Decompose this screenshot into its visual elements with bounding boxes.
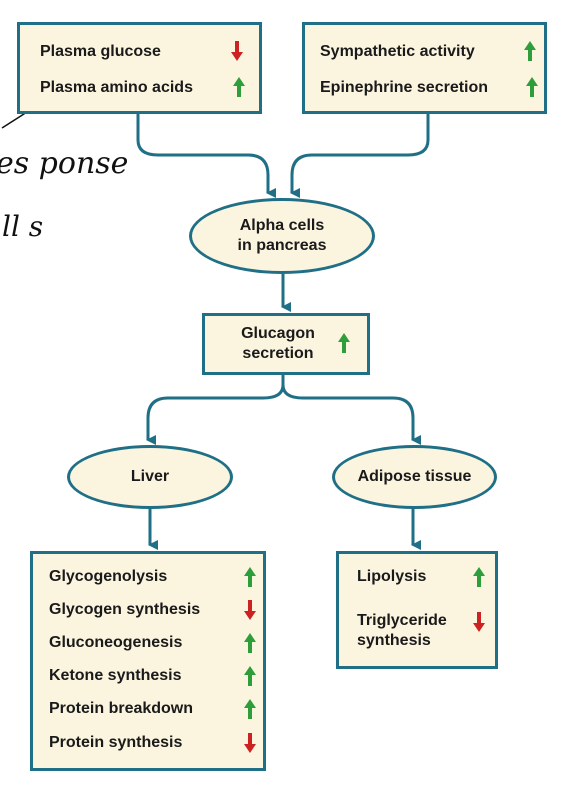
- up-arrow-icon: [233, 77, 245, 97]
- glucagon-line1: Glucagon: [241, 325, 315, 342]
- up-arrow-icon: [244, 633, 256, 653]
- up-arrow-icon: [338, 333, 350, 353]
- up-arrow-icon: [524, 41, 536, 61]
- sympathetic-activity-label: Sympathetic activity: [320, 43, 475, 60]
- adipose-tissue-node: Adipose tissue: [332, 445, 497, 509]
- sympathetic-box: Sympathetic activity Epinephrine secreti…: [302, 22, 547, 114]
- handwritten-note-1: es ponse: [0, 146, 129, 181]
- triglyceride-label: Triglyceride: [357, 612, 447, 629]
- down-arrow-icon: [244, 600, 256, 620]
- up-arrow-icon: [244, 666, 256, 686]
- up-arrow-icon: [526, 77, 538, 97]
- up-arrow-icon: [244, 699, 256, 719]
- protein-breakdown-label: Protein breakdown: [49, 700, 194, 717]
- glucagon-secretion-box: Glucagon secretion: [202, 313, 370, 375]
- liver-node: Liver: [67, 445, 233, 509]
- ketone-synthesis-label: Ketone synthesis: [49, 667, 182, 684]
- up-arrow-icon: [473, 567, 485, 587]
- glucagon-line2: secretion: [242, 345, 314, 362]
- down-arrow-icon: [473, 612, 485, 632]
- handwritten-note-2: ll s: [2, 210, 44, 243]
- alpha-cells-node: Alpha cells in pancreas: [189, 198, 375, 274]
- plasma-amino-acids-label: Plasma amino acids: [40, 79, 193, 96]
- alpha-cells-line2: in pancreas: [237, 237, 327, 254]
- synthesis-label: synthesis: [357, 632, 431, 649]
- plasma-levels-box: Plasma glucose Plasma amino acids: [17, 22, 262, 114]
- lipolysis-label: Lipolysis: [357, 568, 427, 585]
- down-arrow-icon: [244, 733, 256, 753]
- gluconeogenesis-label: Gluconeogenesis: [49, 634, 183, 651]
- liver-effects-box: Glycogenolysis Glycogen synthesis Glucon…: [30, 551, 266, 771]
- epinephrine-secretion-label: Epinephrine secretion: [320, 79, 489, 96]
- up-arrow-icon: [244, 567, 256, 587]
- plasma-glucose-label: Plasma glucose: [40, 43, 161, 60]
- alpha-cells-line1: Alpha cells: [239, 217, 325, 234]
- glycogenolysis-label: Glycogenolysis: [49, 568, 168, 585]
- protein-synthesis-label: Protein synthesis: [49, 734, 183, 751]
- adipose-effects-box: Lipolysis Triglyceride synthesis: [336, 551, 498, 669]
- glycogen-synthesis-label: Glycogen synthesis: [49, 601, 201, 618]
- adipose-label: Adipose tissue: [357, 468, 472, 485]
- down-arrow-icon: [231, 41, 243, 61]
- liver-label: Liver: [130, 468, 170, 485]
